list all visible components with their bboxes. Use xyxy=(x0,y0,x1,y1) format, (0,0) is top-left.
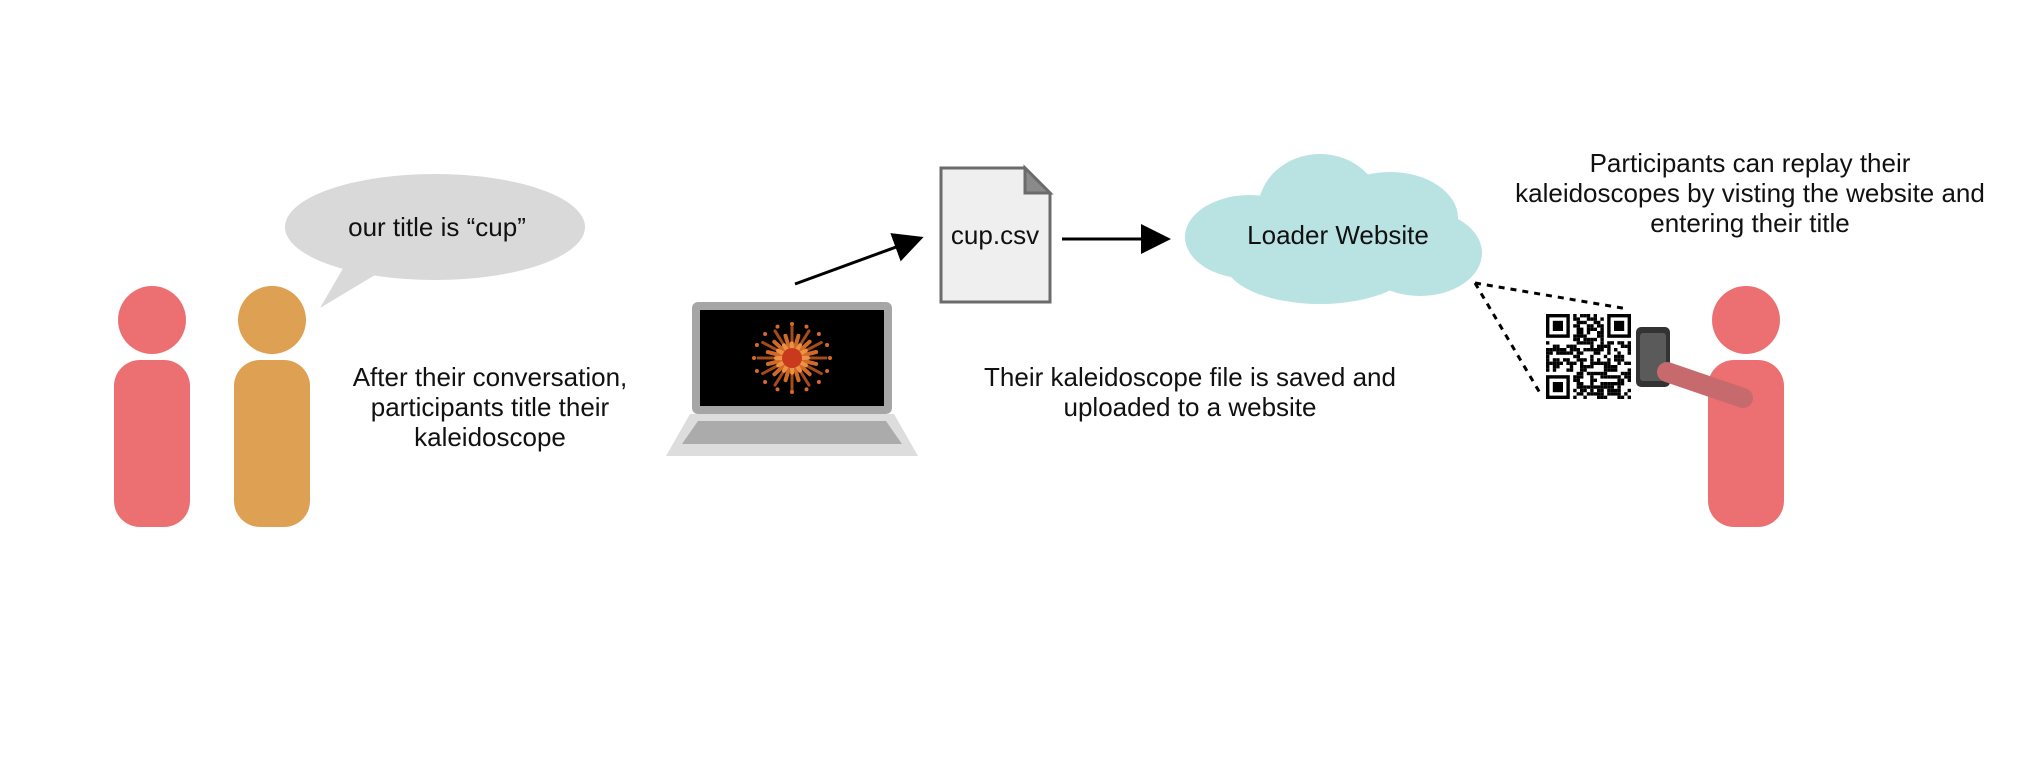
speech-bubble-text: our title is “cup” xyxy=(348,212,526,242)
kaleidoscope-image xyxy=(752,322,832,394)
file-label: cup.csv xyxy=(951,220,1039,250)
dotted-line-lower xyxy=(1473,282,1542,394)
cloud-label: Loader Website xyxy=(1247,220,1429,250)
cloud-icon: Loader Website xyxy=(1185,154,1482,304)
arrow-laptop-to-file xyxy=(794,233,924,286)
dotted-line-upper xyxy=(1474,281,1629,311)
caption-replay: Participants can replay their kaleidosco… xyxy=(1515,148,1985,238)
person-red-icon xyxy=(114,286,190,527)
speech-bubble: our title is “cup” xyxy=(285,174,585,308)
person-orange-icon xyxy=(234,286,310,527)
caption-file-upload: Their kaleidoscope file is saved and upl… xyxy=(984,362,1396,422)
qr-code-icon xyxy=(1546,314,1631,399)
file-icon: cup.csv xyxy=(939,164,1054,304)
person-with-phone-icon xyxy=(1657,286,1784,527)
caption-title-kaleidoscope: After their conversation, participants t… xyxy=(352,362,628,452)
